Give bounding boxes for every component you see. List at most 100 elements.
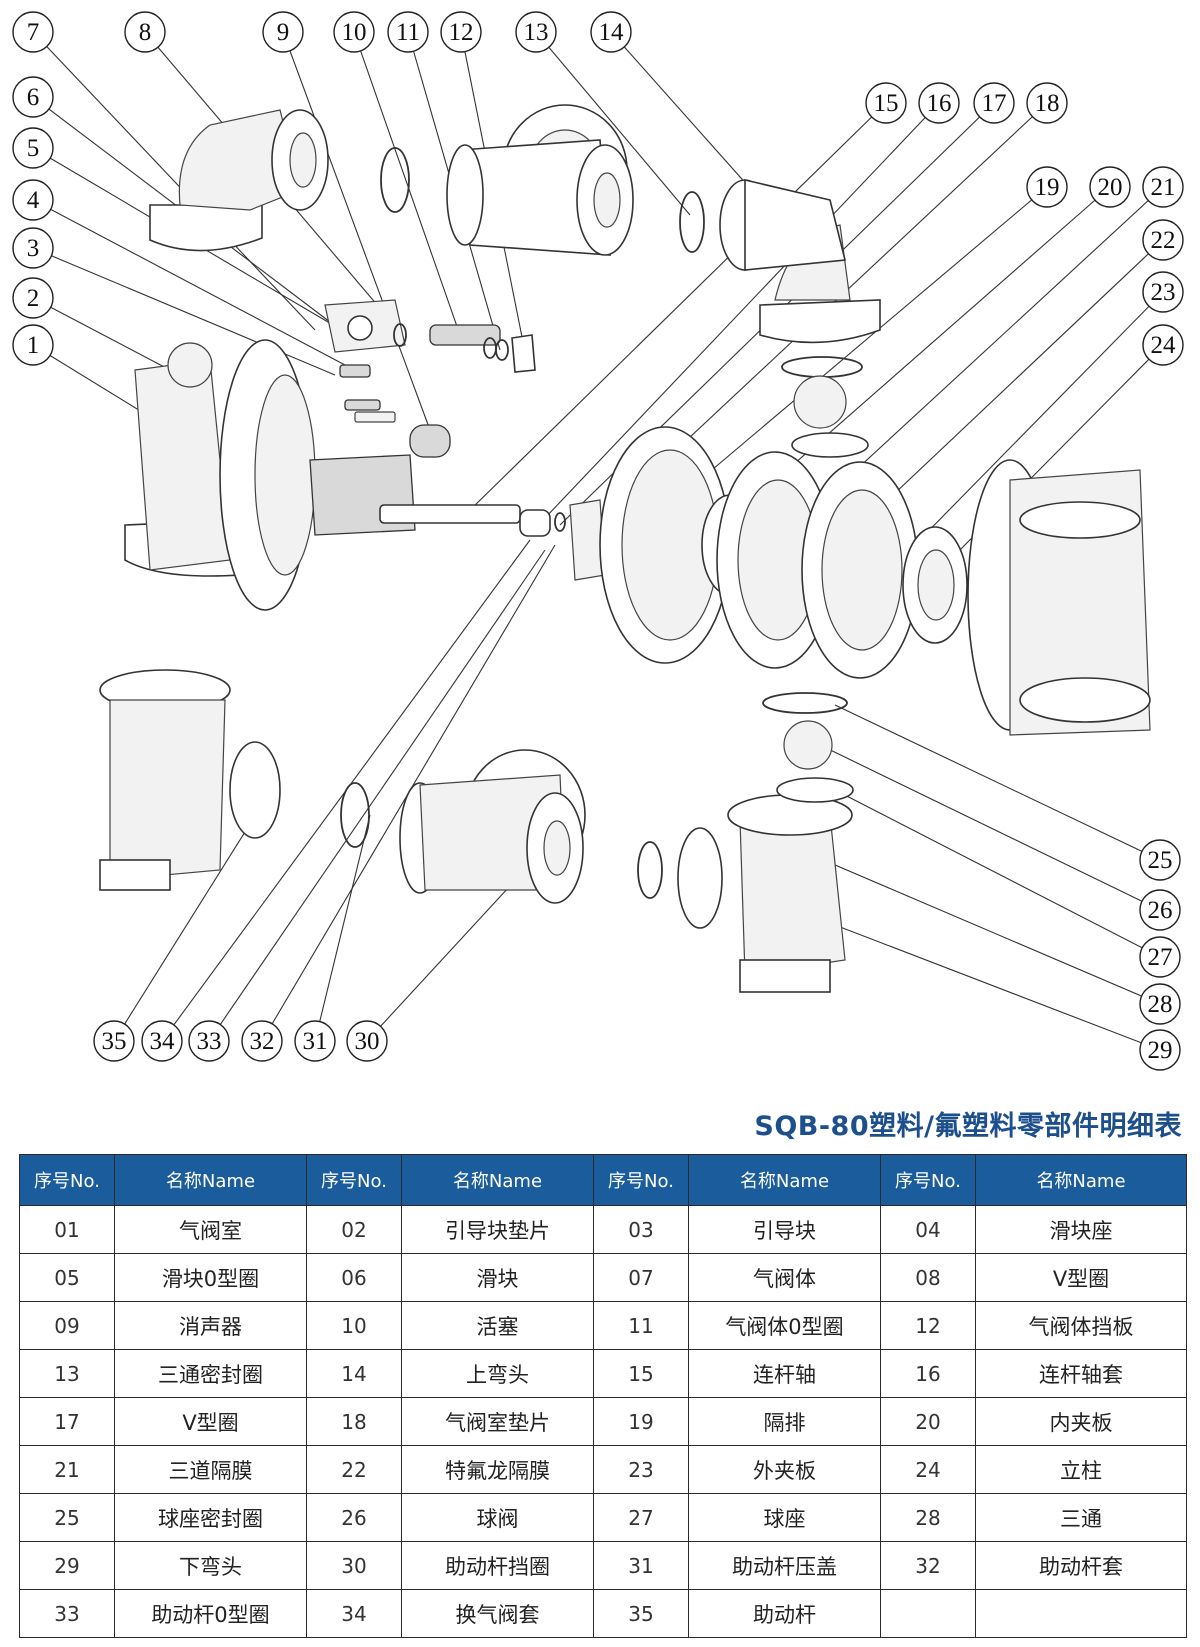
callout-13: 13 [515,11,557,53]
callout-leader-line [834,789,1161,958]
callout-label: 28 [1148,991,1173,1018]
callout-circle [1139,839,1181,881]
callout-12: 12 [440,11,482,53]
callout-label: 11 [396,19,420,46]
part-name-cell: 换气阀套 [401,1589,594,1638]
air-valve-block [324,299,536,458]
callout-leader-line [699,186,1048,481]
callout-label: 2 [27,285,40,312]
part-number-cell: 09 [19,1301,115,1350]
part-name-cell: 气阀体0型圈 [688,1301,881,1350]
callout-25: 25 [1139,839,1181,881]
callout-circle [1089,166,1131,208]
callout-leader-line [819,744,1161,911]
header-no-3: 序号No. [593,1154,689,1206]
part-name-cell: 下弯头 [114,1541,307,1590]
header-no-2: 序号No. [306,1154,402,1206]
callout-circle [515,11,557,53]
part-number-cell: 16 [880,1349,976,1398]
callout-label: 12 [449,19,474,46]
part-number-cell: 12 [880,1301,976,1350]
ball-upper [793,375,847,429]
callout-circle [918,82,960,124]
part-number-cell: 26 [306,1493,402,1542]
part-number-cell: 03 [593,1205,689,1254]
part-name-cell: 隔排 [688,1397,881,1446]
callout-29: 29 [1139,1029,1181,1071]
callout-label: 6 [27,84,40,111]
callout-label: 22 [1151,227,1176,254]
part-number-cell: 06 [306,1253,402,1302]
tee-seal-ring-top-2 [679,191,705,253]
callout-19: 19 [1026,166,1068,208]
callout-10: 10 [333,11,375,53]
callout-circle [12,179,54,221]
part-number-cell: 22 [306,1445,402,1494]
callout-23: 23 [1142,271,1184,313]
callout-circle [12,127,54,169]
part-number-cell: 23 [593,1445,689,1494]
part-name-cell: 滑块座 [975,1205,1187,1254]
callout-circle [93,1020,135,1062]
upper-elbow-right [719,178,881,344]
v-ring [781,356,863,378]
callout-leader-line [208,549,546,1042]
callout-5: 5 [12,127,54,169]
part-number-cell: 01 [19,1205,115,1254]
callout-leader-line [535,31,691,216]
part-number-cell: 27 [593,1493,689,1542]
callout-circle [1142,219,1184,261]
callout-leader-line [834,704,1161,861]
callout-leader-line [113,799,266,1042]
part-number-cell: 25 [19,1493,115,1542]
callout-label: 3 [27,235,40,262]
part-number-cell: 10 [306,1301,402,1350]
callout-label: 24 [1151,332,1177,359]
callout-leader-line [544,102,940,519]
part-name-cell: 助动杆0型圈 [114,1589,307,1638]
callout-circle [440,11,482,53]
part-number-cell: 31 [593,1541,689,1590]
callout-1: 1 [12,324,54,366]
callout-label: 31 [303,1028,328,1055]
callout-circle [346,1020,388,1062]
callout-circle [1139,983,1181,1025]
callout-label: 30 [355,1028,380,1055]
header-name-1: 名称Name [114,1154,307,1206]
part-name-cell: 三道隔膜 [114,1445,307,1494]
callout-14: 14 [590,11,632,53]
callout-3: 3 [12,227,54,269]
header-name-2: 名称Name [401,1154,594,1206]
callout-circle [294,1020,336,1062]
callout-28: 28 [1139,983,1181,1025]
callout-label: 34 [150,1028,176,1055]
tee-seal-ring-bottom [340,782,370,848]
callout-label: 16 [927,90,952,117]
tee-seal-ring-bottom-2 [637,841,663,899]
callout-circle [124,11,166,53]
part-name-cell: 球座 [688,1493,881,1542]
callout-7: 7 [12,11,54,53]
callout-18: 18 [1026,82,1068,124]
part-number-cell: 07 [593,1253,689,1302]
part-name-cell: 外夹板 [688,1445,881,1494]
callout-label: 15 [874,90,899,117]
callout-circle [973,82,1015,124]
part-name-cell: V型圈 [975,1253,1187,1302]
part-name-cell: 气阀体挡板 [975,1301,1187,1350]
callout-17: 17 [973,82,1015,124]
part-name-cell: 助动杆挡圈 [401,1541,594,1590]
part-name-cell: 滑块 [401,1253,594,1302]
right-pump-housing [967,459,1151,736]
part-name-cell: 消声器 [114,1301,307,1350]
callout-circle [241,1020,283,1062]
callout-32: 32 [241,1020,283,1062]
callout-label: 23 [1151,279,1176,306]
tee-bottom [399,749,586,904]
callout-label: 8 [139,19,152,46]
callout-leader-line [610,31,766,206]
